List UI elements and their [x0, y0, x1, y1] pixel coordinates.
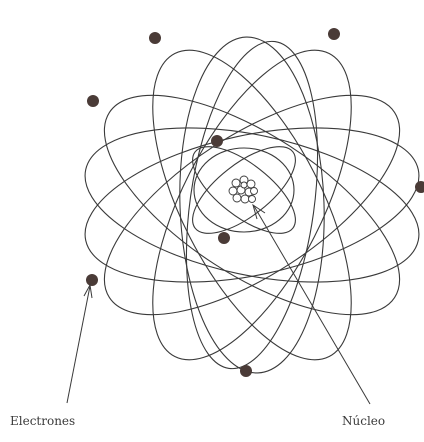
- electron: [211, 135, 223, 147]
- outer-orbit: [112, 22, 391, 389]
- outer-orbit: [71, 54, 424, 357]
- electron: [149, 32, 161, 44]
- nucleus: [229, 176, 258, 203]
- outer-orbit: [71, 101, 424, 309]
- label-pointers: [67, 205, 370, 404]
- outer-orbit: [112, 22, 391, 389]
- nucleon: [247, 180, 255, 188]
- electron: [218, 232, 230, 244]
- nucleus-label: Núcleo: [342, 414, 385, 428]
- nucleon: [241, 195, 249, 203]
- electrons-label: Electrones: [10, 414, 75, 428]
- electrons: [86, 28, 424, 377]
- nucleon: [249, 196, 256, 203]
- nucleus-pointer-line: [254, 206, 370, 404]
- electron: [87, 95, 99, 107]
- outer-orbits: [71, 22, 424, 389]
- nucleon: [232, 179, 240, 187]
- electron: [328, 28, 340, 40]
- electron: [86, 274, 98, 286]
- nucleon: [241, 182, 247, 188]
- outer-orbit: [71, 101, 424, 309]
- nucleon: [251, 188, 258, 195]
- electron: [415, 181, 424, 193]
- nucleon: [233, 194, 241, 202]
- outer-orbit: [71, 54, 424, 357]
- electrons-pointer-line: [67, 286, 90, 403]
- electron: [240, 365, 252, 377]
